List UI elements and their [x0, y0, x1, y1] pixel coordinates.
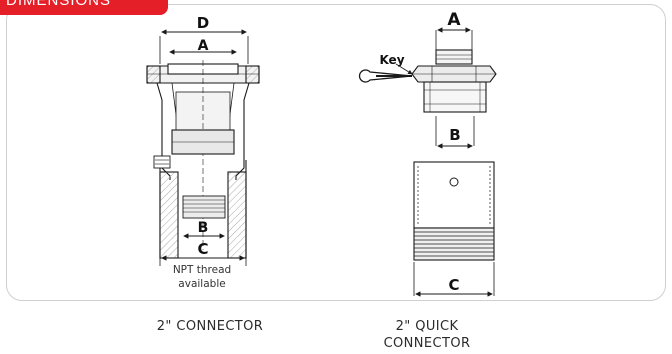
- quick-connector-caption: 2" QUICK CONNECTOR: [352, 318, 502, 352]
- connector-caption: 2" CONNECTOR: [156, 319, 264, 334]
- connector-dim-a-label: A: [198, 38, 209, 54]
- npt-thread-note: NPT thread available: [140, 263, 264, 291]
- quick-caption-line-1: 2" QUICK: [395, 319, 459, 334]
- connector-drawing: [146, 29, 260, 266]
- quick-connector-key-label: Key: [379, 53, 404, 67]
- quick-connector-dim-a-label: A: [447, 10, 461, 30]
- quick-caption-line-2: CONNECTOR: [383, 336, 471, 351]
- quick-connector-drawing: [358, 27, 497, 297]
- connector-dim-c-label: C: [197, 240, 208, 258]
- note-line-1: NPT thread: [172, 264, 232, 276]
- quick-connector-dim-b-label: B: [449, 126, 460, 144]
- section-title: DIMENSIONS: [6, 0, 112, 9]
- quick-connector-dim-c-label: C: [448, 276, 459, 294]
- dimensions-panel: [6, 4, 666, 301]
- connector-dim-b-label: B: [198, 220, 209, 236]
- note-line-2: available: [178, 278, 226, 290]
- section-header-tab: DIMENSIONS: [0, 0, 168, 15]
- connector-dim-d-label: D: [197, 14, 209, 32]
